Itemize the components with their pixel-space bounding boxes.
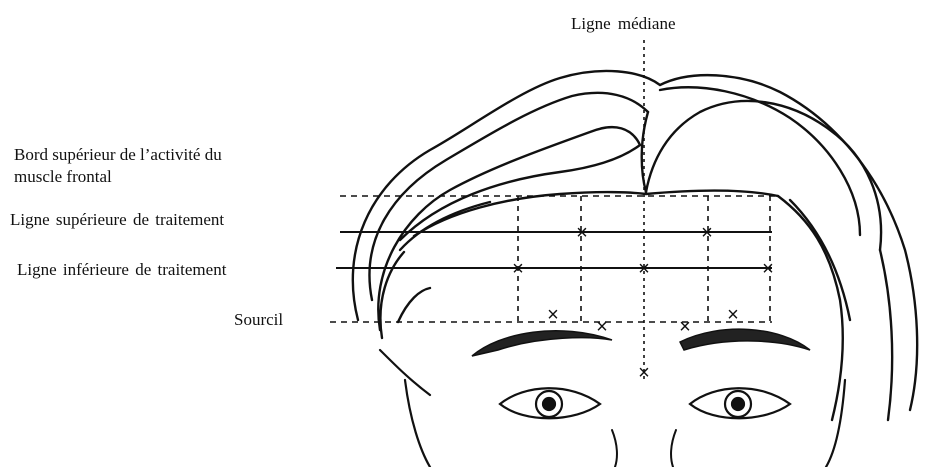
- injection-point-brow-2: ×: [596, 316, 608, 338]
- injection-point-brow-4: ×: [727, 304, 739, 326]
- injection-point-brow-1: ×: [547, 304, 559, 326]
- nose-lines: [612, 430, 676, 467]
- injection-point-lower-right: ×: [762, 258, 774, 280]
- injection-point-upper-right: ×: [701, 222, 713, 244]
- injection-point-brow-3: ×: [679, 316, 691, 338]
- injection-point-lower-left: ×: [512, 258, 524, 280]
- injection-point-lower-center: ×: [638, 258, 650, 280]
- injection-points: × × × × × × × × × ×: [512, 222, 774, 384]
- injection-point-glabella: ×: [638, 362, 650, 384]
- guide-lines: [330, 40, 776, 380]
- eyebrows: [472, 329, 810, 356]
- right-eyebrow: [680, 329, 810, 350]
- face-contour: [380, 350, 845, 467]
- injection-point-upper-left: ×: [576, 222, 588, 244]
- hair-outline: [353, 71, 917, 420]
- eyes: [500, 388, 790, 418]
- left-eyebrow: [472, 331, 612, 356]
